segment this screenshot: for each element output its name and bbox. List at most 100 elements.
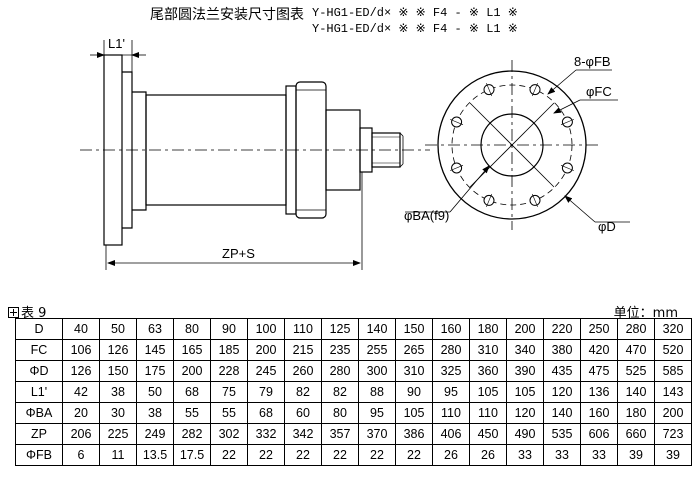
table-cell: 22 — [395, 444, 433, 466]
table-cell: 185 — [210, 339, 248, 361]
table-cell: 143 — [654, 381, 692, 403]
row-label: FC — [15, 339, 63, 361]
bolt-hole-centerline — [560, 119, 575, 125]
table-cell: 320 — [654, 318, 692, 340]
zp-label: ZP+S — [222, 246, 255, 261]
fc-label: φFC — [586, 84, 612, 99]
table-cell: 13.5 — [136, 444, 174, 466]
bolt-hole-centerline — [486, 82, 492, 97]
table-cell: 475 — [580, 360, 618, 382]
table-cell: 160 — [432, 318, 470, 340]
table-cell: 140 — [358, 318, 396, 340]
bolt-holes — [449, 82, 575, 208]
table-cell: 22 — [358, 444, 396, 466]
table-cell: 82 — [284, 381, 322, 403]
table-cell: 215 — [284, 339, 322, 361]
d-label: φD — [598, 219, 616, 234]
table-cell: 175 — [136, 360, 174, 382]
table-cell: 406 — [432, 423, 470, 445]
table-cell: 145 — [136, 339, 174, 361]
table-cell: 39 — [654, 444, 692, 466]
table-cell: 22 — [210, 444, 248, 466]
row-label: L1' — [15, 381, 63, 403]
table-anchor-icon[interactable] — [8, 307, 19, 318]
table-cell: 180 — [617, 402, 655, 424]
table-cell: 22 — [247, 444, 285, 466]
bolt-hole-centerline — [486, 193, 492, 208]
table-cell: 11 — [99, 444, 137, 466]
table-cell: 282 — [173, 423, 211, 445]
table-cell: 110 — [284, 318, 322, 340]
bolt-hole-centerline — [449, 119, 464, 125]
table-cell: 332 — [247, 423, 285, 445]
row-label: ΦFB — [15, 444, 63, 466]
table-cell: 342 — [284, 423, 322, 445]
table-cell: 140 — [543, 402, 581, 424]
table-cell: 22 — [284, 444, 322, 466]
table-cell: 220 — [543, 318, 581, 340]
table-cell: 100 — [247, 318, 285, 340]
row-label: ZP — [15, 423, 63, 445]
table-cell: 68 — [173, 381, 211, 403]
bolt-hole-centerline — [532, 193, 538, 208]
table-cell: 386 — [395, 423, 433, 445]
table-cell: 38 — [99, 381, 137, 403]
row-label: ΦBA — [15, 402, 63, 424]
unit-label: 单位：mm — [613, 306, 678, 321]
table-cell: 310 — [395, 360, 433, 382]
table-cell: 200 — [506, 318, 544, 340]
table-cell: 106 — [62, 339, 100, 361]
table-cell: 380 — [543, 339, 581, 361]
table-cell: 585 — [654, 360, 692, 382]
table-cell: 723 — [654, 423, 692, 445]
table-cell: 245 — [247, 360, 285, 382]
table-cell: 90 — [395, 381, 433, 403]
table-cell: 150 — [99, 360, 137, 382]
table-cell: 80 — [321, 402, 359, 424]
table-cell: 22 — [321, 444, 359, 466]
table-cell: 120 — [506, 402, 544, 424]
table-cell: 525 — [617, 360, 655, 382]
row-label: D — [15, 318, 63, 340]
table-cell: 260 — [284, 360, 322, 382]
table-cell: 105 — [395, 402, 433, 424]
table-cell: 325 — [432, 360, 470, 382]
table-cell: 88 — [358, 381, 396, 403]
end-view — [425, 60, 600, 230]
table-cell: 50 — [99, 318, 137, 340]
table-cell: 200 — [173, 360, 211, 382]
l1-dimension — [90, 40, 146, 72]
table-cell: 95 — [432, 381, 470, 403]
table-cell: 450 — [469, 423, 507, 445]
table-cell: 33 — [580, 444, 618, 466]
table-cell: 520 — [654, 339, 692, 361]
table-cell: 110 — [432, 402, 470, 424]
bolt-hole-centerline — [532, 82, 538, 97]
bolt-hole-centerline — [560, 165, 575, 171]
table-cell: 265 — [395, 339, 433, 361]
table-caption-text: 表 9 — [21, 306, 47, 321]
table-cell: 420 — [580, 339, 618, 361]
table-cell: 150 — [395, 318, 433, 340]
table-cell: 249 — [136, 423, 174, 445]
table-cell: 200 — [247, 339, 285, 361]
table-cell: 302 — [210, 423, 248, 445]
table-cell: 126 — [62, 360, 100, 382]
end-view-leaders — [405, 69, 630, 223]
table-cell: 55 — [210, 402, 248, 424]
table-cell: 60 — [284, 402, 322, 424]
table-cell: 95 — [358, 402, 396, 424]
table-cell: 33 — [506, 444, 544, 466]
cylinder-drawing: L1' ZP+S 8-φFB φFC φBA(f9) φD — [80, 36, 630, 270]
table-cell: 370 — [358, 423, 396, 445]
table-cell: 125 — [321, 318, 359, 340]
table-cell: 26 — [469, 444, 507, 466]
table-cell: 165 — [173, 339, 211, 361]
table-cell: 120 — [543, 381, 581, 403]
table-cell: 39 — [617, 444, 655, 466]
table-cell: 235 — [321, 339, 359, 361]
table-caption: 表 9 — [8, 302, 46, 321]
